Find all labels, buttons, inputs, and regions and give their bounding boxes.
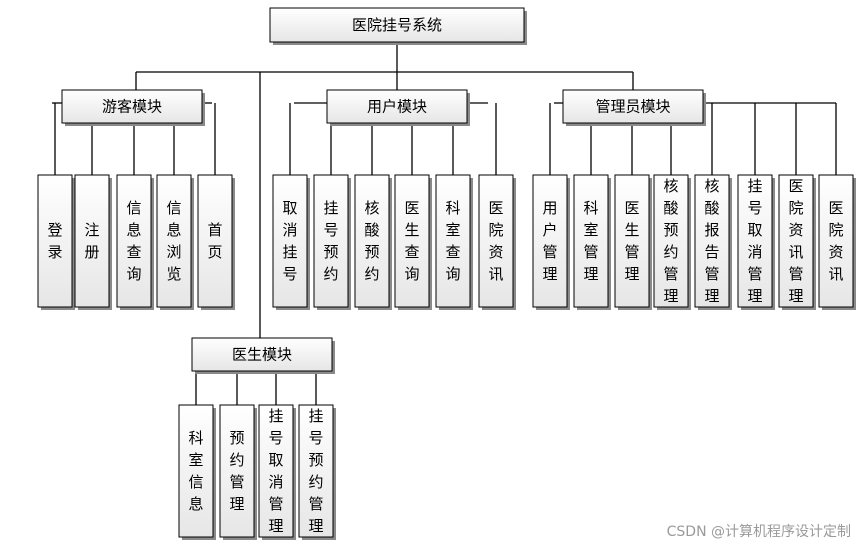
node-frame: [354, 174, 390, 308]
watermark: CSDN @计算机程序设计定制: [667, 524, 851, 540]
node-frame: [191, 337, 333, 372]
user-item-node: 科室查询: [435, 174, 473, 310]
visitor-module-title: 游客模块: [102, 98, 162, 116]
user-item-label: 核酸预约: [364, 199, 379, 283]
doctor-item-label: 挂号取消管理: [268, 407, 283, 535]
user-item-label: 医生查询: [404, 199, 419, 283]
admin-item-node: 科室管理: [573, 174, 611, 310]
visitor-item-label: 登录: [47, 221, 62, 261]
doctor-item-label: 预约管理: [229, 429, 244, 513]
admin-module-node: 管理员模块: [562, 89, 706, 126]
node-frame: [532, 174, 568, 308]
node-frame: [116, 174, 152, 308]
node-frame: [737, 174, 773, 308]
admin-item-label: 医院资讯: [828, 199, 843, 283]
node-frame: [478, 174, 514, 308]
user-item-node: 核酸预约: [354, 174, 392, 310]
node-frame: [435, 174, 471, 308]
connector-lines: [52, 42, 837, 405]
node-frame: [272, 174, 308, 308]
visitor-module-node: 游客模块: [61, 89, 205, 126]
admin-item-node: 医院资讯: [818, 174, 856, 310]
node-frame: [37, 174, 73, 308]
visitor-item-label: 信息浏览: [166, 199, 181, 283]
user-module-title: 用户模块: [367, 98, 427, 116]
admin-item-label: 核酸预约管理: [663, 177, 678, 305]
doctor-item-node: 科室信息: [178, 404, 216, 540]
visitor-item-node: 信息查询: [116, 174, 154, 310]
doctor-item-label: 挂号预约管理: [308, 407, 323, 535]
admin-item-node: 挂号取消管理: [737, 174, 775, 310]
user-item-label: 医院资讯: [488, 199, 503, 283]
user-module-node: 用户模块: [326, 89, 470, 126]
visitor-item-node: 登录: [37, 174, 75, 310]
visitor-item-label: 信息查询: [126, 199, 141, 283]
node-frame: [394, 174, 430, 308]
node-frame: [653, 174, 689, 308]
visitor-item-label: 注册: [84, 221, 99, 261]
user-item-node: 取消挂号: [272, 174, 310, 310]
user-item-label: 取消挂号: [282, 199, 297, 283]
doctor-item-node: 挂号取消管理: [258, 404, 296, 540]
node-frame: [573, 174, 609, 308]
node-frame: [614, 174, 650, 308]
admin-item-label: 挂号取消管理: [747, 177, 762, 305]
node-frame: [298, 404, 334, 538]
root-node: 医院挂号系统: [269, 7, 527, 45]
user-item-node: 挂号预约: [313, 174, 351, 310]
node-frame: [694, 174, 730, 308]
admin-item-node: 医生管理: [614, 174, 652, 310]
user-item-label: 挂号预约: [323, 199, 338, 283]
node-frame: [178, 404, 214, 538]
root-title: 医院挂号系统: [352, 16, 442, 34]
visitor-item-node: 注册: [74, 174, 112, 310]
admin-item-node: 核酸报告管理: [694, 174, 732, 310]
admin-item-node: 用户管理: [532, 174, 570, 310]
node-frame: [313, 174, 349, 308]
node-frame: [219, 404, 255, 538]
admin-item-label: 用户管理: [542, 199, 557, 283]
user-item-node: 医院资讯: [478, 174, 516, 310]
admin-module-title: 管理员模块: [595, 98, 670, 116]
admin-item-node: 核酸预约管理: [653, 174, 691, 310]
node-frame: [269, 7, 525, 43]
node-frame: [562, 89, 704, 124]
node-frame: [258, 404, 294, 538]
user-item-node: 医生查询: [394, 174, 432, 310]
node-frame: [197, 174, 233, 308]
admin-item-label: 科室管理: [583, 199, 598, 283]
admin-item-label: 医生管理: [624, 199, 639, 283]
doctor-module-title: 医生模块: [232, 346, 292, 364]
node-frame: [778, 174, 814, 308]
node-frame: [818, 174, 854, 308]
admin-item-label: 核酸报告管理: [704, 177, 719, 305]
node-frame: [326, 89, 468, 124]
doctor-item-label: 科室信息: [188, 429, 203, 513]
node-frame: [61, 89, 203, 124]
admin-item-label: 医院资讯管理: [788, 177, 803, 305]
visitor-item-label: 首页: [207, 221, 222, 261]
doctor-module-node: 医生模块: [191, 337, 335, 374]
doctor-item-node: 预约管理: [219, 404, 257, 540]
user-item-label: 科室查询: [445, 199, 460, 283]
doctor-item-node: 挂号预约管理: [298, 404, 336, 540]
node-frame: [156, 174, 192, 308]
visitor-item-node: 首页: [197, 174, 235, 310]
admin-item-node: 医院资讯管理: [778, 174, 816, 310]
node-frame: [74, 174, 110, 308]
visitor-item-node: 信息浏览: [156, 174, 194, 310]
